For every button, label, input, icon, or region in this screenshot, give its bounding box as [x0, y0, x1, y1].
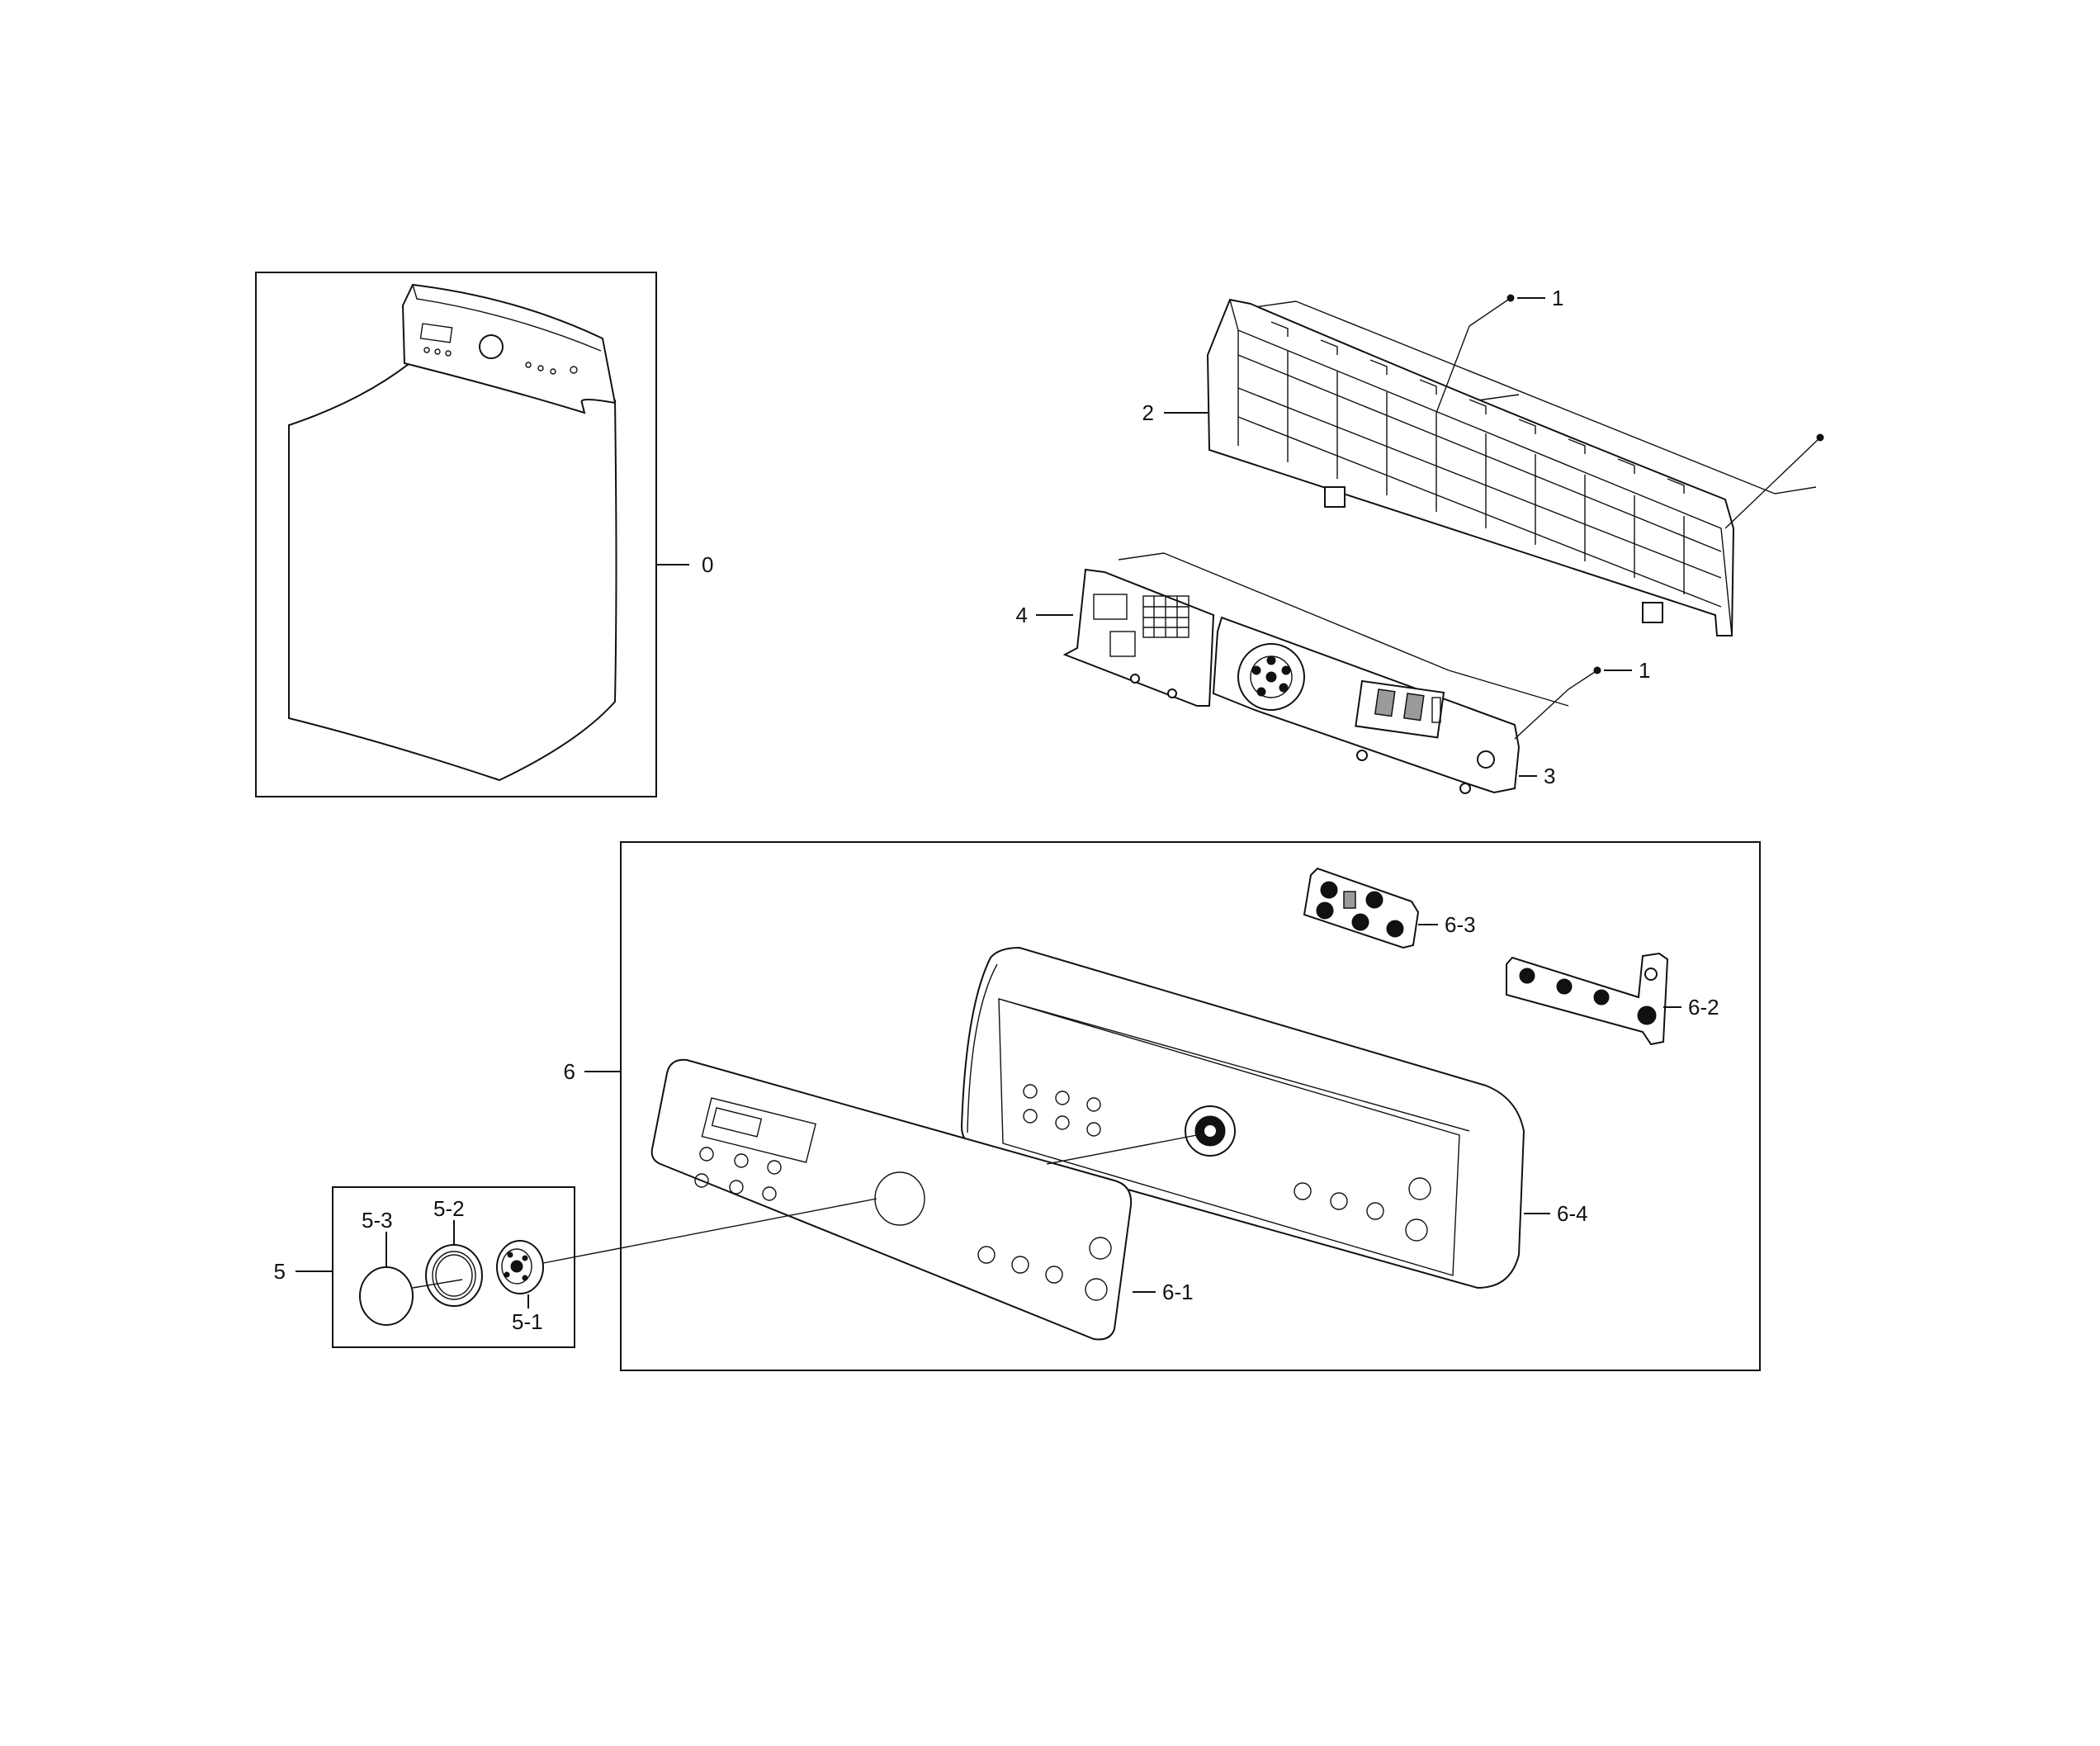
left-pcb: 6-3: [1303, 867, 1476, 949]
panel-body: 6-4: [960, 946, 1588, 1289]
knob-assy-box: [332, 1186, 575, 1348]
washer-cabinet: [288, 345, 617, 782]
label-0: 0: [702, 552, 713, 577]
label-5-1: 5-1: [512, 1309, 543, 1334]
label-3: 3: [1544, 764, 1555, 788]
window-display: [701, 1097, 816, 1163]
label-4: 4: [1016, 603, 1028, 627]
panel-assy-box: [620, 841, 1761, 1371]
label-6-1: 6-1: [1162, 1280, 1194, 1304]
label-5-3: 5-3: [362, 1208, 393, 1233]
frame-group: 2: [1142, 298, 1817, 636]
screw-mid-group: 1: [1514, 658, 1650, 740]
washer-group: 0: [255, 272, 713, 797]
right-pcb: 6-2: [1506, 952, 1719, 1046]
screw-top-group: 1: [1435, 286, 1824, 529]
washer-box: [255, 272, 657, 797]
knob-assy-group: 5 5-3 5-2 5-1: [274, 1186, 877, 1348]
label-6: 6: [564, 1059, 575, 1084]
label-6-4: 6-4: [1557, 1201, 1588, 1226]
main-pcb-group: 3: [1212, 616, 1569, 794]
label-1-mid: 1: [1639, 658, 1650, 683]
window-panel: 6-1: [650, 1058, 1194, 1341]
label-6-2: 6-2: [1688, 995, 1719, 1020]
label-6-3: 6-3: [1445, 912, 1476, 937]
sub-pcb-group: 4: [1016, 552, 1450, 707]
knob-ring: [425, 1244, 483, 1307]
label-5: 5: [274, 1259, 286, 1284]
label-1-top: 1: [1552, 286, 1563, 310]
washer-knob: [479, 334, 504, 359]
knob-cap: [359, 1266, 414, 1326]
sub-pcb-body: [1062, 568, 1215, 707]
panel-assy-group: 6 6-4: [564, 841, 1761, 1371]
frame-body: [1206, 298, 1735, 636]
washer-display: [419, 323, 453, 343]
label-2: 2: [1142, 400, 1154, 425]
frame-grid: [1237, 351, 1722, 608]
washer-control-panel: [401, 283, 617, 414]
label-5-2: 5-2: [433, 1196, 465, 1221]
